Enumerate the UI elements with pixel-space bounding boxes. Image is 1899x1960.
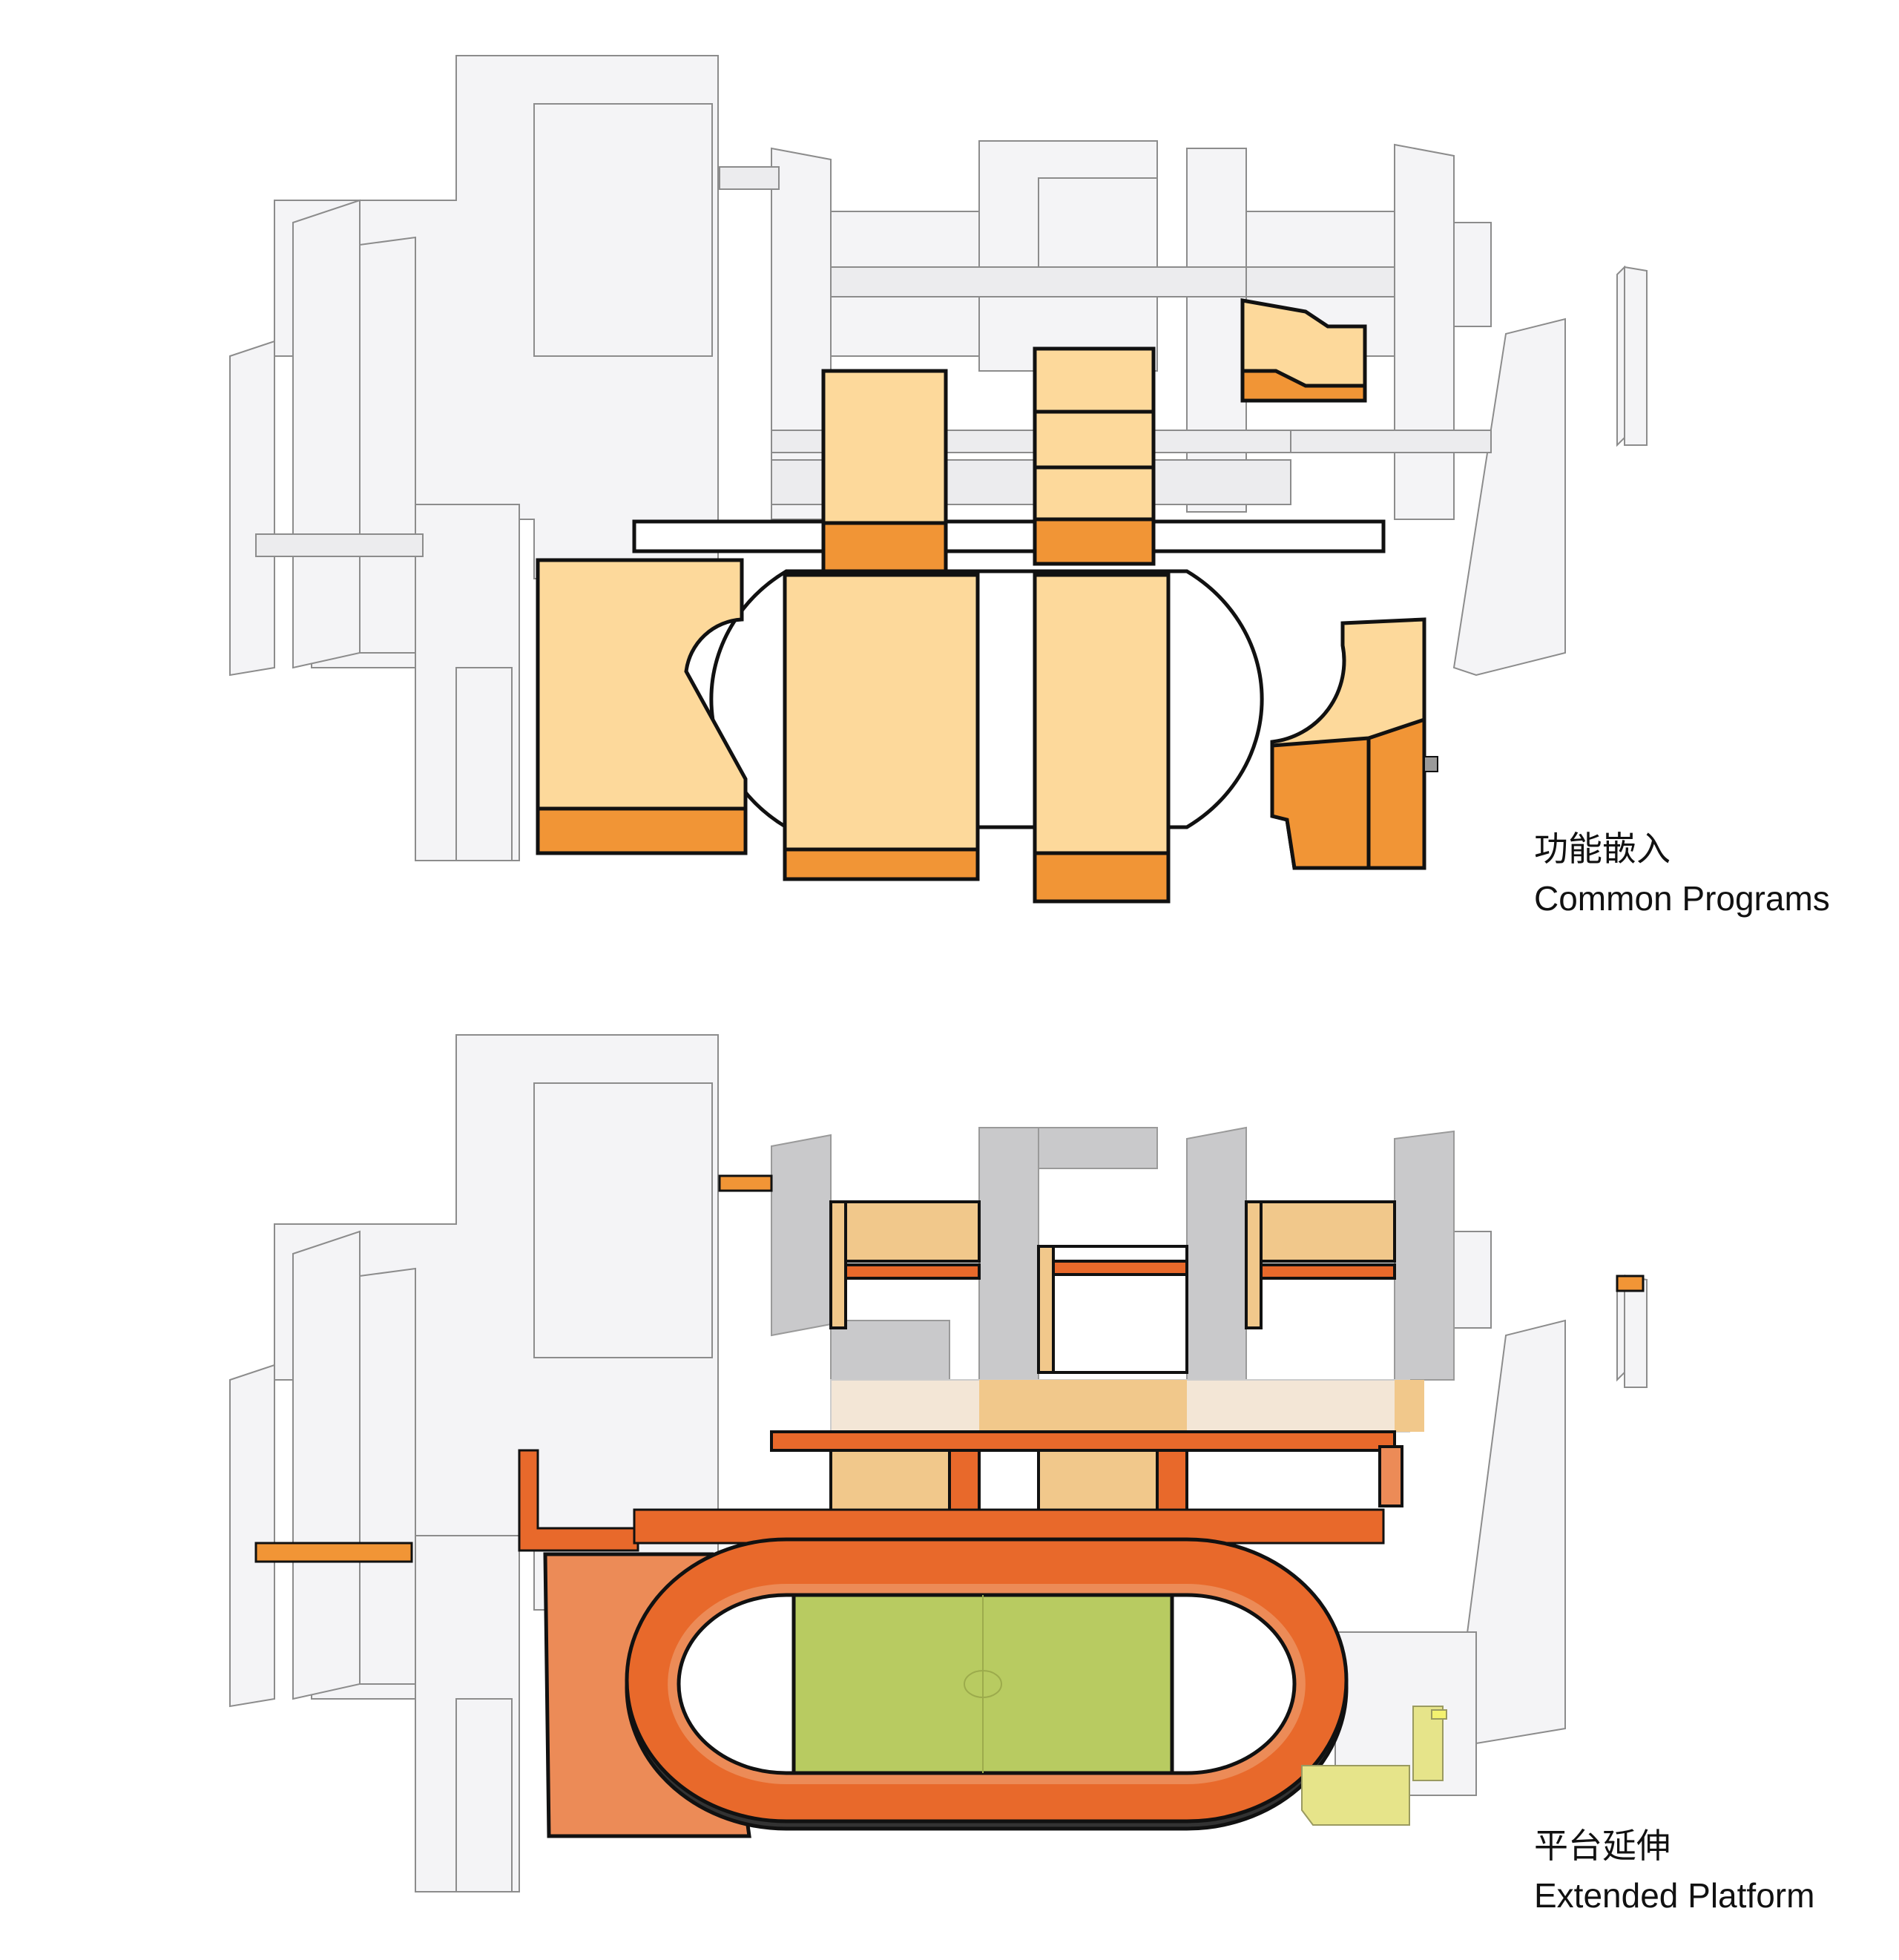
program-volume-center-right xyxy=(1033,573,1171,904)
caption-bottom-english: Extended Platform xyxy=(1534,1875,1815,1915)
stair-platforms xyxy=(770,1430,1403,1515)
caption-top-chinese: 功能嵌入 xyxy=(1534,829,1671,869)
yellow-accent xyxy=(1301,1706,1447,1826)
dormitory-volumes xyxy=(829,1200,1424,1433)
running-track xyxy=(625,1537,1349,1831)
program-volumes xyxy=(536,298,1438,904)
extended-platform-diagram xyxy=(229,1034,1648,1892)
program-volume-left xyxy=(536,558,748,855)
caption-bottom-chinese: 平台延伸 xyxy=(1534,1826,1671,1866)
dormitory-walls xyxy=(771,1126,1455,1381)
caption-extended-platform: 平台延伸 Extended Platform xyxy=(1534,1826,1814,1915)
caption-common-programs: 功能嵌入 Common Programs xyxy=(1534,829,1830,918)
existing-buildings-top xyxy=(229,55,1648,861)
common-programs-diagram xyxy=(229,55,1648,904)
caption-top-english: Common Programs xyxy=(1534,878,1830,918)
program-volume-center-left xyxy=(783,573,980,881)
